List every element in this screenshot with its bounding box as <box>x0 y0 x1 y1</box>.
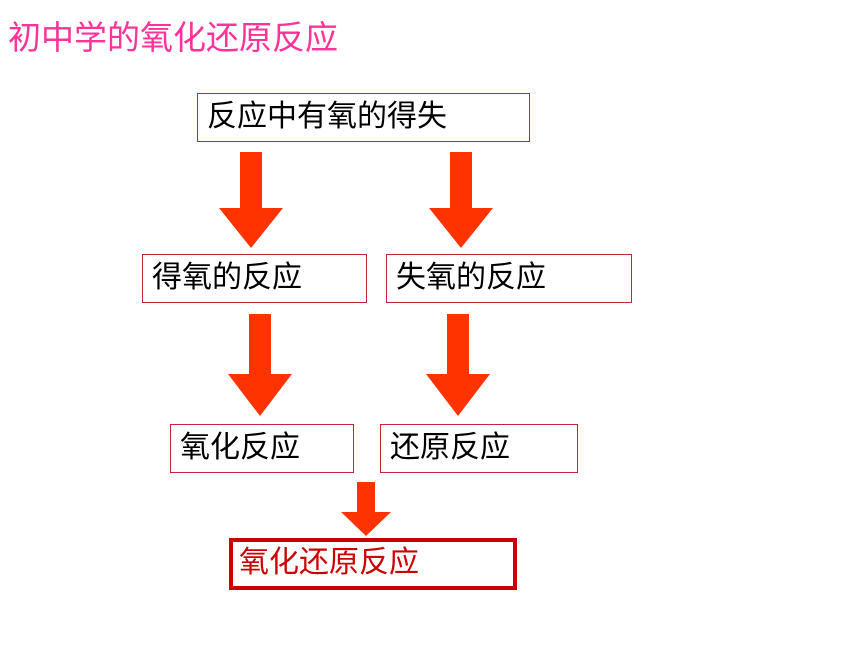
node-oxygen-gain-loss: 反应中有氧的得失 <box>197 93 530 142</box>
arrow-to-gain-oxygen <box>219 152 283 248</box>
slide-title: 初中学的氧化还原反应 <box>8 18 338 57</box>
node-redox-reaction: 氧化还原反应 <box>229 538 517 590</box>
arrow-to-reduction <box>426 314 490 416</box>
arrow-to-redox <box>341 482 391 536</box>
node-reduction: 还原反应 <box>380 424 578 473</box>
node-lose-oxygen: 失氧的反应 <box>386 254 632 303</box>
arrow-to-oxidation <box>228 314 292 416</box>
arrow-to-lose-oxygen <box>429 152 493 248</box>
node-oxidation: 氧化反应 <box>170 424 354 473</box>
node-gain-oxygen: 得氧的反应 <box>142 254 367 303</box>
